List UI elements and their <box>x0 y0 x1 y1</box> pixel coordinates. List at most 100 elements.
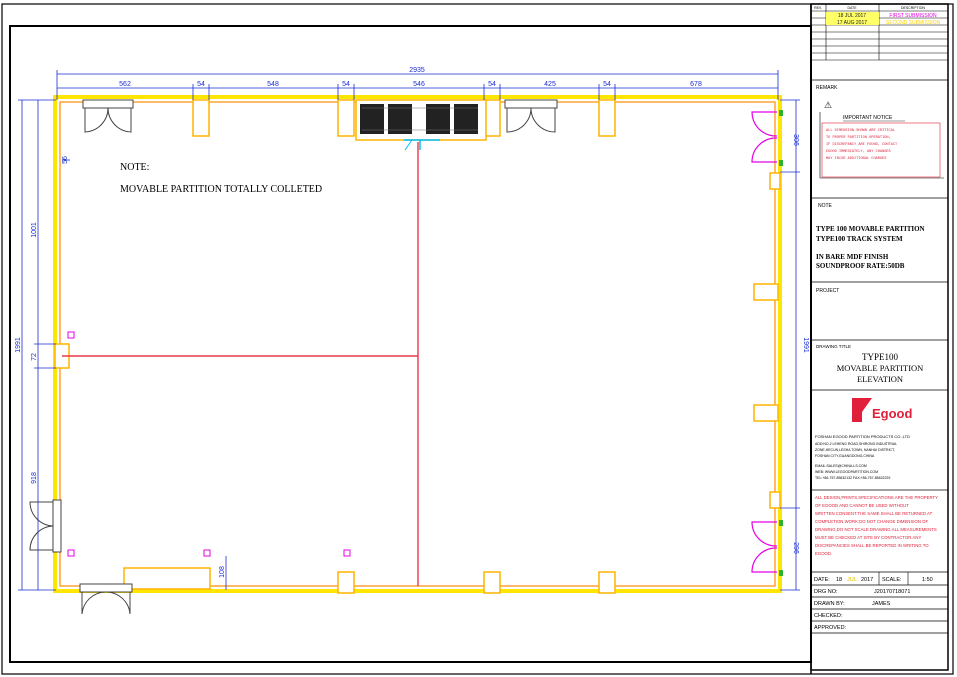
dim-top-6: 54 <box>488 81 496 88</box>
important-notice: ⚠ IMPORTANT NOTICE ALL DIMENSION SHOWN A… <box>819 100 944 179</box>
notice-line: IF DISCREPANCY ARE FOUND, CONTACT <box>826 143 898 147</box>
door-swing <box>107 107 132 133</box>
note-line: TYPE 100 MOVABLE PARTITION <box>816 225 925 233</box>
company-line: ADD:NO.2 LEHENG ROAD,SHIRONG INDUSTRIAL <box>815 442 897 446</box>
notice-title: IMPORTANT NOTICE <box>843 115 893 121</box>
dim-left-5: 56 <box>62 156 69 164</box>
dim-top-total: 2935 <box>409 67 425 74</box>
panel-stack <box>388 104 412 134</box>
pillar <box>598 571 616 594</box>
rev-header: DATE <box>847 6 857 10</box>
note-line: IN BARE MDF FINISH <box>816 253 889 261</box>
disclaimer-line: ALL DESIGN,PRINTS,SPECIFICATIONS ARE THE… <box>815 495 938 500</box>
company-line: FOSHAN CITY,GUANGDONG,CHINA <box>815 454 875 458</box>
floor-plan: 2935 562 54 548 54 546 54 425 54 678 100… <box>15 67 809 615</box>
drawing-title-line: MOVABLE PARTITION <box>837 363 924 373</box>
note-label: NOTE <box>818 203 833 209</box>
door-swing <box>84 107 109 133</box>
door-hardware <box>779 110 783 576</box>
dim-top-7: 425 <box>544 81 556 88</box>
door-swing <box>506 107 532 133</box>
marker <box>67 549 75 557</box>
top-pillars <box>192 99 616 137</box>
dimension-labels: 2935 562 54 548 54 546 54 425 54 678 100… <box>15 67 809 578</box>
door-frame <box>52 499 62 553</box>
pillar <box>337 99 355 137</box>
hinge <box>779 110 783 116</box>
door-frame <box>79 583 133 593</box>
notice-line: ALL DIMENSION SHOWN ARE CRITICAL <box>826 129 895 133</box>
panel-stack <box>360 104 384 134</box>
door-swing <box>105 591 131 615</box>
notice-line: TO PROPER PARTITION OPERATION, <box>826 136 891 140</box>
company-line: EMAIL:SALES@CHINA-LS.COM <box>815 464 867 468</box>
marker <box>203 549 211 557</box>
title-block: REV. DATE DESCRIPTION 18 JUL 2017 FIRST … <box>810 3 949 674</box>
pillar <box>483 571 501 594</box>
notice-box <box>821 122 941 178</box>
dim-bottom-small-label: 108 <box>219 566 226 578</box>
disclaimer-line: WRITTEN CONSENT.THE SAME SHALL BE RETURN… <box>815 511 933 516</box>
door-swing <box>751 547 778 573</box>
approved-label: APPROVED: <box>814 625 847 631</box>
doors-black <box>29 99 558 615</box>
dim-top-2: 54 <box>197 81 205 88</box>
right-pillars <box>753 172 781 509</box>
note-line: SOUNDPROOF RATE:50DB <box>816 262 905 270</box>
dim-left-2: 1991 <box>15 337 22 353</box>
disclaimer-line: OF EGOOD AND CANNOT BE USED WITHOUT <box>815 503 909 508</box>
panel-stack <box>426 104 450 134</box>
disclaimer: ALL DESIGN,PRINTS,SPECIFICATIONS ARE THE… <box>815 495 938 556</box>
dim-left-3: 72 <box>31 353 38 361</box>
track-junction <box>404 139 440 150</box>
warning-icon: ⚠ <box>824 100 832 110</box>
company-line: WEB: WWW.LEGOODPARTITION.COM <box>815 470 878 474</box>
rev-header: DESCRIPTION <box>901 6 925 10</box>
door-swing <box>751 137 778 163</box>
logo-mark <box>852 398 862 422</box>
company-logo: Egood <box>852 398 912 422</box>
company-line: ZONE,HECUN,LESHA TOWN, NANHAI DISTRICT, <box>815 448 895 452</box>
door-swing <box>81 591 107 615</box>
hinge <box>779 520 783 526</box>
pillar <box>337 571 355 594</box>
title-fields: DATE: 18 JUL 2017 SCALE: 1:50 DRG NO: J2… <box>811 571 948 634</box>
rev-date: 18 JUL 2017 <box>838 13 866 19</box>
dim-top-4: 54 <box>342 81 350 88</box>
rev-date: 17 AUG 2017 <box>837 20 867 26</box>
rev-header: REV. <box>814 6 822 10</box>
date-year: 2017 <box>861 577 873 583</box>
checked-label: CHECKED: <box>814 613 843 619</box>
markers <box>67 331 351 557</box>
panel-stack <box>454 104 478 134</box>
dim-top-1: 562 <box>119 81 131 88</box>
pillar <box>192 99 210 137</box>
track-junction <box>404 139 413 151</box>
logo-mark <box>862 398 872 412</box>
drawing-title-label: DRAWING TITLE <box>816 344 851 349</box>
pillar <box>598 99 616 137</box>
note-line: TYPE100 TRACK SYSTEM <box>816 235 903 243</box>
marker <box>343 549 351 557</box>
pillar <box>123 567 211 590</box>
logo-text: Egood <box>872 406 912 421</box>
date-day: 18 <box>836 577 842 583</box>
pillar <box>753 283 779 301</box>
drg-label: DRG NO: <box>814 589 838 595</box>
disclaimer-line: DRAWING,DO NOT SCALE DRAWING.ALL MEASURE… <box>815 527 937 532</box>
drawn-label: DRAWN BY: <box>814 601 845 607</box>
door-frame <box>504 99 558 109</box>
dim-top-9: 678 <box>690 81 702 88</box>
drawn-value: JAMES <box>872 601 891 607</box>
project-label: PROJECT <box>816 288 839 294</box>
disclaimer-line: COMPLETION.WORK:DO NOT CHANGE DIMENSION … <box>815 519 928 524</box>
dim-right-2: 1991 <box>802 337 809 353</box>
partitions <box>62 142 419 586</box>
scale-label: SCALE: <box>882 577 902 583</box>
disclaimer-line: DISCREPANCIES SHALL BE REPORTED IN WRITI… <box>815 543 929 548</box>
revision-table: REV. DATE DESCRIPTION 18 JUL 2017 FIRST … <box>811 4 948 61</box>
door-swing <box>751 521 778 547</box>
company-line: TEL:+86-757-85632132 FAX:+86-757-8562222… <box>815 476 890 480</box>
